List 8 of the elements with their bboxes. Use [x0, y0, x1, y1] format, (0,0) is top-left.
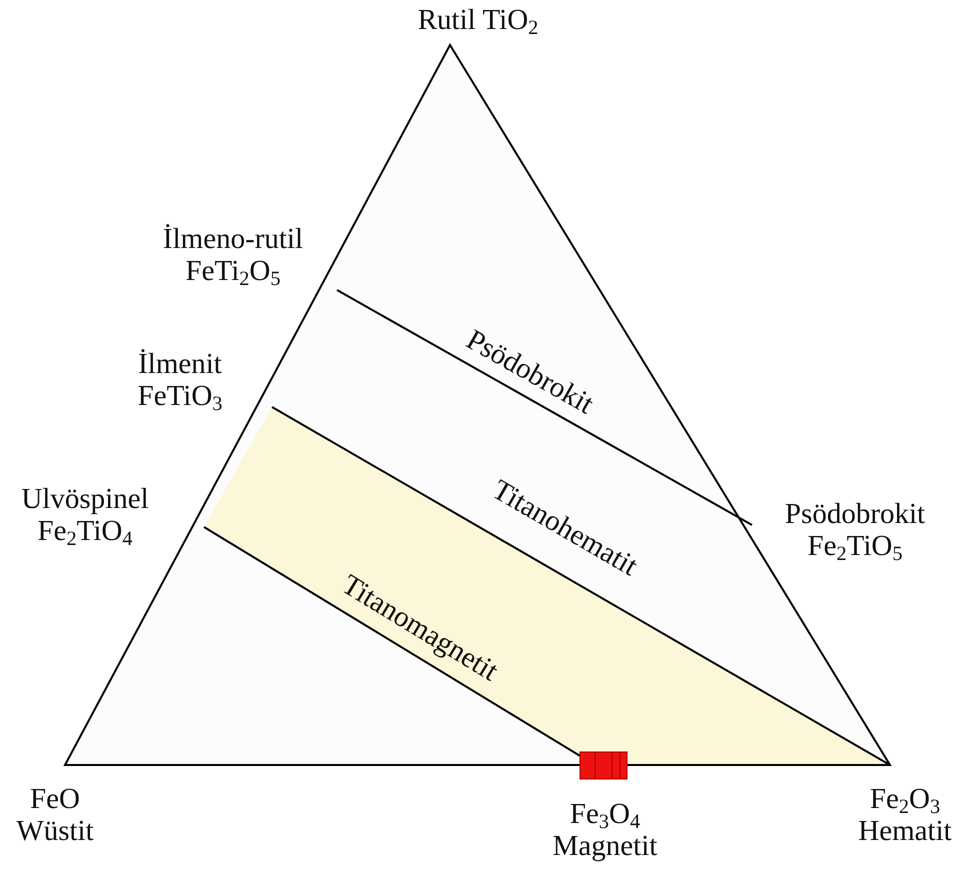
- phase-label: Psödobrokit Fe$_{2}$TiO$_{5}$: [784, 498, 926, 562]
- phase-label: İlmenit FeTiO$_{3}$: [136, 348, 224, 412]
- vertex-label: Rutil TiO$_{2}$: [418, 4, 538, 36]
- phase-label: İlmeno-rutil FeTi$_{2}$O$_{5}$: [162, 223, 304, 287]
- vertex-label: Fe$_{2}$O$_{3}$ Hematit: [857, 783, 953, 847]
- vertex-label: Fe$_{3}$O$_{4}$ Magnetit: [552, 798, 658, 862]
- vertex-label: FeO Wüstit: [15, 783, 95, 847]
- phase-label: Ulvöspinel Fe$_{2}$TiO$_{4}$: [20, 483, 150, 547]
